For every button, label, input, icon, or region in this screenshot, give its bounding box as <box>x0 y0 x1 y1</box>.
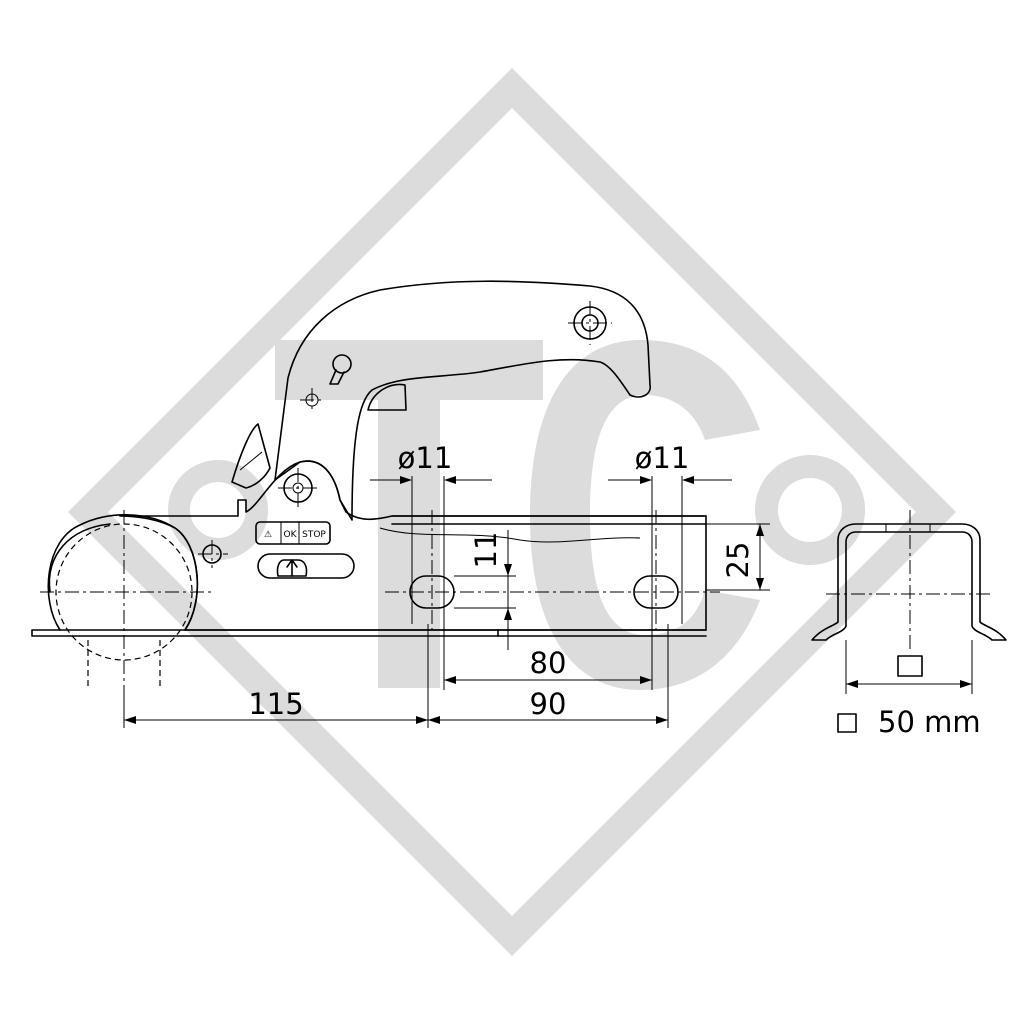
profile-size-label: 50 mm <box>878 705 981 739</box>
profile-section <box>811 510 1007 694</box>
warning-icon: ⚠ <box>264 530 272 540</box>
ok-label: OK <box>284 530 298 540</box>
keyhole <box>329 354 352 385</box>
dimension-lines <box>123 476 770 728</box>
mounting-slots <box>385 510 720 630</box>
watermark-ring-left <box>168 460 269 560</box>
handle <box>231 280 651 521</box>
watermark <box>68 68 956 956</box>
dim-ball-to-hole: 115 <box>248 687 303 721</box>
square-symbol-icon <box>837 713 857 733</box>
dim-tube-height: 25 <box>721 542 755 579</box>
dim-slot-height: 11 <box>469 532 503 569</box>
arrow-up-icon <box>286 559 298 577</box>
indicator-window <box>257 553 355 579</box>
dim-slot-outer-spacing: 90 <box>530 687 567 721</box>
dim-hole-diameter-right: ø11 <box>635 441 690 475</box>
stop-label: STOP <box>302 530 326 540</box>
label-plate: ⚠ OK STOP <box>255 521 355 579</box>
profile-size: 50 mm <box>837 705 981 739</box>
dim-hole-spacing: 80 <box>530 646 567 680</box>
watermark-c <box>530 340 760 690</box>
profile-square-icon <box>897 655 923 677</box>
watermark-ring-right <box>755 455 866 565</box>
watermark-diamond-outer <box>68 68 956 956</box>
dim-hole-diameter-left: ø11 <box>398 441 453 475</box>
dimension-labels: ø11 ø11 11 25 80 90 115 <box>248 441 755 721</box>
